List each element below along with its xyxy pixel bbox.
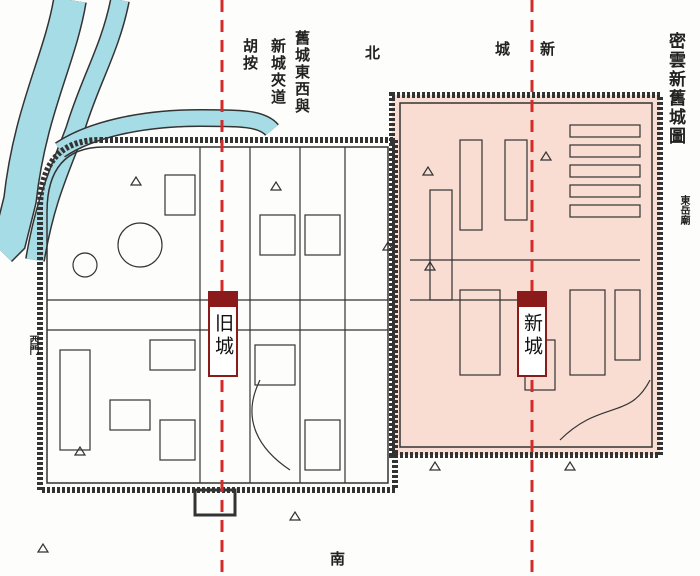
new-city-label: 新城 xyxy=(517,291,547,377)
marker-lines xyxy=(220,0,534,576)
top-label-xin: 新 xyxy=(540,40,556,58)
new-city-wall xyxy=(389,92,663,458)
map-title: 密雲新舊城圖 xyxy=(665,32,685,146)
top-label-cheng: 城 xyxy=(495,40,511,58)
annotation-col-2: 新城夾道 xyxy=(269,38,287,106)
river xyxy=(0,0,279,263)
new-city-blocks xyxy=(410,124,651,441)
annotation-col-1: 舊城東西與 xyxy=(293,30,311,115)
east-temple-label: 東岳廟 xyxy=(678,195,689,225)
old-city-label: 旧城 xyxy=(208,291,238,377)
compass-south: 南 xyxy=(330,550,346,568)
annotation-col-3: 胡按 xyxy=(241,38,259,72)
west-gate-label: 西門 xyxy=(27,335,38,355)
old-city-wall xyxy=(37,137,398,493)
compass-north: 北 xyxy=(365,44,381,62)
temple-markers xyxy=(36,150,577,553)
